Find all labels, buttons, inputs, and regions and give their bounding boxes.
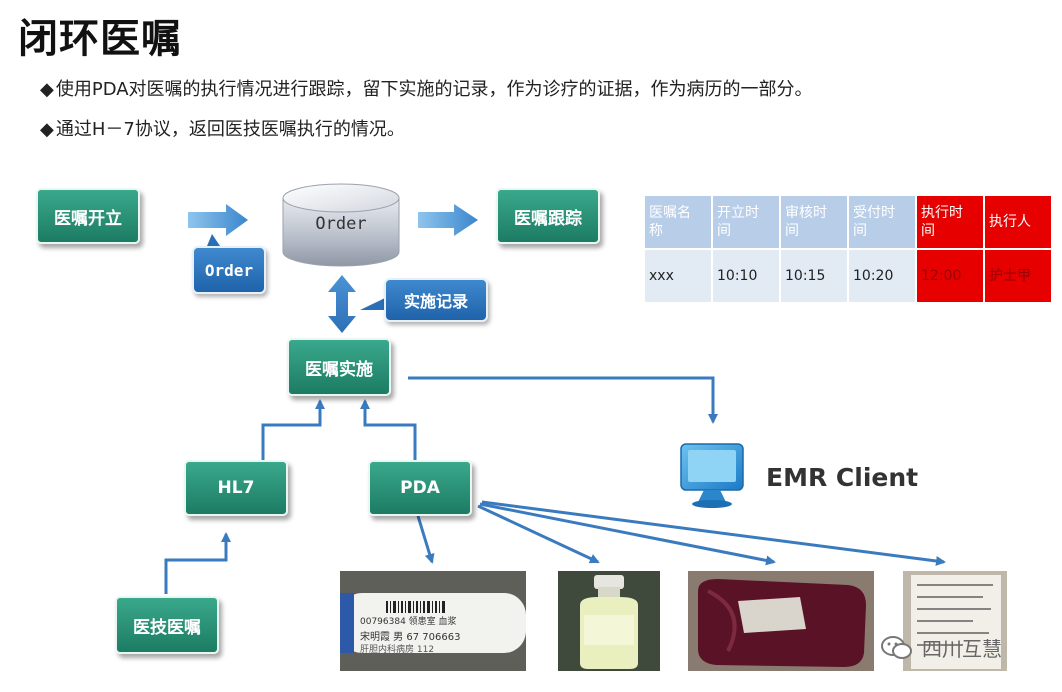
table-header: 医嘱名称 bbox=[645, 196, 711, 248]
bullet-text: 通过H－7协议，返回医技医嘱执行的情况。 bbox=[55, 119, 405, 140]
table-header: 受付时间 bbox=[849, 196, 915, 248]
table-cell: 10:20 bbox=[849, 250, 915, 302]
order-db-label: Order bbox=[315, 214, 367, 234]
table-header: 审核时间 bbox=[781, 196, 847, 248]
bullet-marker-icon: ◆ bbox=[40, 119, 54, 140]
order-callout-tail bbox=[207, 234, 220, 246]
order-status-table: 医嘱名称 开立时间 审核时间 受付时间 执行时间 执行人 xxx 10:10 1… bbox=[643, 194, 1053, 304]
order-track-label: 医嘱跟踪 bbox=[514, 208, 582, 229]
bullet-marker-icon: ◆ bbox=[40, 79, 54, 100]
arrow-order-to-track bbox=[418, 204, 478, 236]
table-cell: 10:15 bbox=[781, 250, 847, 302]
blood-bag-photo bbox=[688, 571, 874, 671]
hl7-button[interactable]: HL7 bbox=[184, 460, 288, 516]
connector-pda-to-tube bbox=[416, 515, 435, 564]
bullet-text: 使用PDA对医嘱的执行情况进行跟踪，留下实施的记录，作为诊疗的证据，作为病历的一… bbox=[55, 79, 813, 100]
connector-pda-to-bag bbox=[479, 502, 776, 566]
connector-hl7-to-impl bbox=[261, 399, 325, 460]
order-track-button[interactable]: 医嘱跟踪 bbox=[496, 188, 600, 244]
connector-impl-to-emr bbox=[408, 376, 718, 424]
order-impl-button[interactable]: 医嘱实施 bbox=[287, 338, 391, 396]
pda-label: PDA bbox=[400, 478, 440, 498]
impl-record-label: 实施记录 bbox=[403, 292, 468, 311]
table-cell: 护士甲 bbox=[985, 250, 1051, 302]
table-header: 执行时间 bbox=[917, 196, 983, 248]
table-row: xxx 10:10 10:15 10:20 12:00 护士甲 bbox=[645, 250, 1051, 302]
table-header-row: 医嘱名称 开立时间 审核时间 受付时间 执行时间 执行人 bbox=[645, 196, 1051, 248]
monitor-icon bbox=[680, 443, 744, 508]
blood-tube-photo: 00796384 领患室 血浆 宋明霞 男 67 706663 肝胆内科病房 1… bbox=[340, 571, 526, 671]
table-cell: 10:10 bbox=[713, 250, 779, 302]
order-impl-label: 医嘱实施 bbox=[305, 359, 373, 380]
iv-bottle-photo bbox=[558, 571, 660, 671]
connector-pda-to-paper bbox=[481, 500, 946, 566]
order-callout: Order bbox=[192, 246, 266, 294]
tech-order-button[interactable]: 医技医嘱 bbox=[115, 596, 219, 654]
tube-label-line1: 00796384 领患室 血浆 bbox=[360, 617, 457, 627]
connector-pda-to-impl bbox=[360, 399, 417, 460]
order-database-icon bbox=[282, 183, 400, 267]
bidirectional-arrow bbox=[328, 275, 356, 333]
watermark-text: 四川互慧 bbox=[922, 637, 1002, 661]
page-title: 闭环医嘱 bbox=[18, 15, 182, 62]
wechat-icon bbox=[880, 635, 914, 661]
table-header: 执行人 bbox=[985, 196, 1051, 248]
paper-label-photo bbox=[903, 571, 1007, 671]
table-cell: 12:00 bbox=[917, 250, 983, 302]
impl-record-callout: 实施记录 bbox=[384, 278, 488, 322]
order-callout-label: Order bbox=[204, 260, 254, 280]
order-open-label: 医嘱开立 bbox=[54, 208, 122, 229]
table-cell: xxx bbox=[645, 250, 711, 302]
bullet-point-hl7: ◆通过H－7协议，返回医技医嘱执行的情况。 bbox=[40, 115, 405, 141]
arrow-open-to-order bbox=[188, 204, 248, 236]
tube-label-line3: 肝胆内科病房 112 bbox=[360, 645, 435, 655]
connector-tech-to-hl7 bbox=[164, 532, 231, 594]
emr-client-label: EMR Client bbox=[766, 463, 919, 492]
watermark: 四川互慧 bbox=[880, 633, 1002, 662]
pda-button[interactable]: PDA bbox=[368, 460, 472, 516]
order-open-button[interactable]: 医嘱开立 bbox=[36, 188, 140, 244]
tube-label-line2: 宋明霞 男 67 706663 bbox=[360, 632, 461, 643]
impl-callout-tail bbox=[360, 298, 385, 310]
bullet-point-pda: ◆使用PDA对医嘱的执行情况进行跟踪，留下实施的记录，作为诊疗的证据，作为病历的… bbox=[40, 75, 813, 101]
table-header: 开立时间 bbox=[713, 196, 779, 248]
hl7-label: HL7 bbox=[217, 478, 255, 498]
connector-pda-to-bottle bbox=[477, 504, 600, 564]
tech-order-label: 医技医嘱 bbox=[133, 617, 201, 638]
